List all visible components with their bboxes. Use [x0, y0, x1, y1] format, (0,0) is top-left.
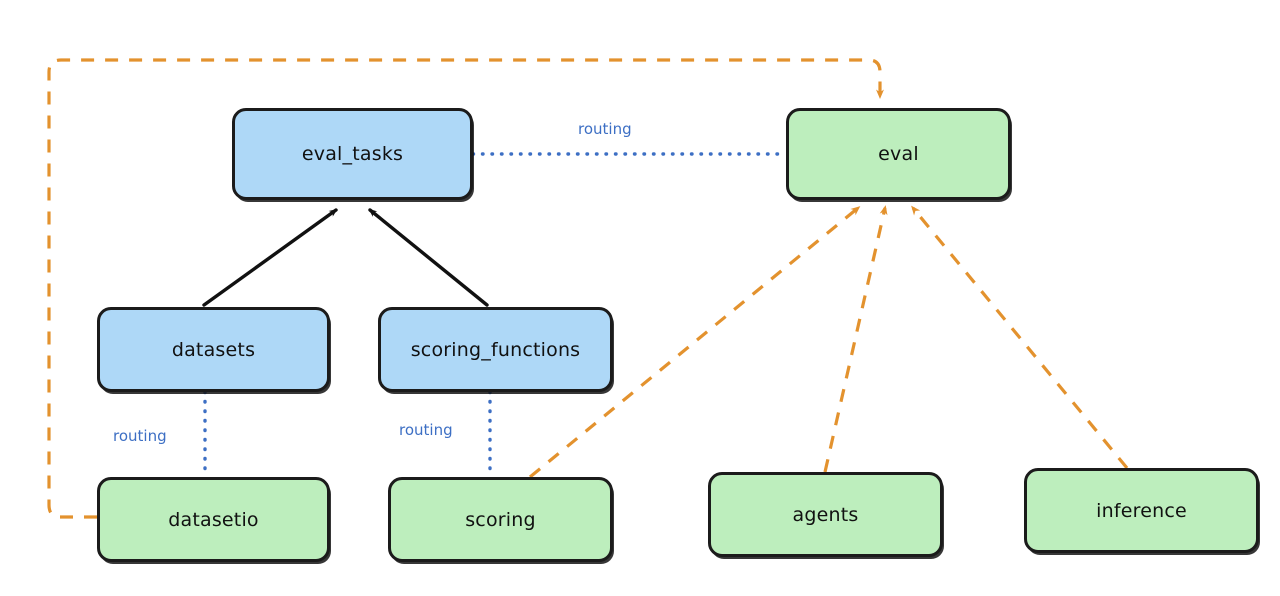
edge-datasetio-to-eval — [47, 58, 884, 519]
edge-label-routing-scoring-functions-scoring: routing — [399, 421, 453, 439]
node-label-eval: eval — [878, 143, 919, 165]
node-label-inference: inference — [1096, 499, 1187, 522]
node-agents[interactable]: agents — [708, 472, 943, 557]
edge-agents-to-eval — [823, 205, 888, 473]
edge-label-routing-datasets-datasetio: routing — [113, 427, 167, 445]
node-label-eval-tasks: eval_tasks — [301, 143, 404, 165]
node-inference[interactable]: inference — [1024, 468, 1259, 553]
node-label-scoring-functions: scoring_functions — [410, 338, 581, 361]
node-eval[interactable]: eval — [786, 108, 1011, 200]
edge-datasets-to-eval-tasks — [202, 208, 338, 307]
node-label-scoring: scoring — [465, 508, 536, 531]
node-label-datasetio: datasetio — [168, 508, 259, 531]
edge-scoring-functions-to-eval-tasks — [368, 208, 489, 307]
node-datasetio[interactable]: datasetio — [97, 477, 330, 562]
node-datasets[interactable]: datasets — [97, 307, 330, 392]
edge-label-routing-eval-tasks-eval: routing — [578, 120, 632, 138]
node-eval-tasks[interactable]: eval_tasks — [232, 108, 473, 200]
node-label-datasets: datasets — [171, 338, 256, 361]
edge-inference-to-eval — [911, 205, 1129, 470]
node-label-agents: agents — [792, 503, 859, 526]
node-scoring-functions[interactable]: scoring_functions — [378, 307, 613, 392]
node-scoring[interactable]: scoring — [388, 477, 613, 562]
